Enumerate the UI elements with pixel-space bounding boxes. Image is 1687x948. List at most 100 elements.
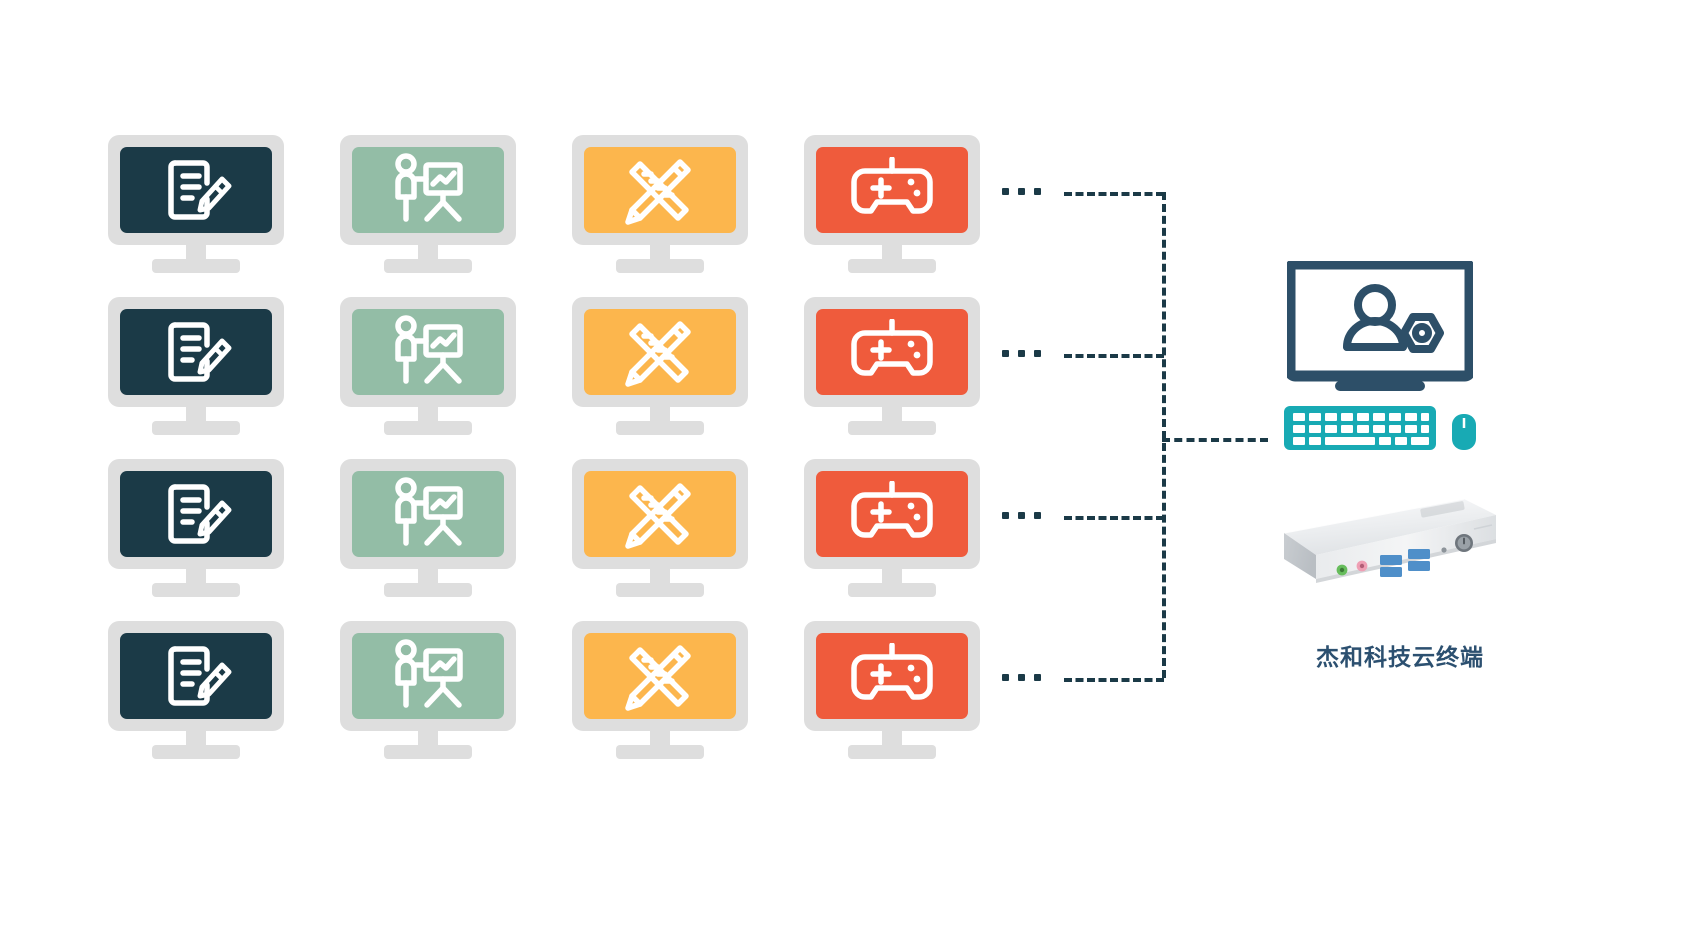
client-monitor-presentation[interactable] (340, 297, 516, 435)
monitor-neck (186, 405, 206, 425)
client-monitor-design[interactable] (572, 459, 748, 597)
monitor-neck (650, 405, 670, 425)
client-monitor-presentation[interactable] (340, 621, 516, 759)
monitor-neck (650, 729, 670, 749)
mini-pc-device[interactable] (1268, 493, 1498, 613)
monitor-base (616, 421, 704, 435)
monitor-neck (418, 243, 438, 263)
more-clients-ellipsis (1002, 512, 1041, 519)
client-monitor-presentation[interactable] (340, 459, 516, 597)
monitor-bezel (572, 621, 748, 731)
document-edit-icon (168, 484, 232, 544)
gamepad-icon (851, 643, 933, 700)
mini-pc-icon (1283, 498, 1496, 583)
monitor-neck (650, 567, 670, 587)
usb-port (1408, 561, 1430, 571)
client-monitor-design[interactable] (572, 297, 748, 435)
usb-port (1380, 567, 1402, 577)
client-monitor-gaming[interactable] (804, 621, 980, 759)
presentation-icon (395, 477, 463, 546)
client-monitor-design[interactable] (572, 135, 748, 273)
mouse-icon (1452, 414, 1476, 450)
monitor-screen (584, 471, 736, 557)
ruler-pencil-icon (625, 645, 691, 711)
presentation-icon (395, 153, 463, 222)
monitor-bezel (572, 459, 748, 569)
client-monitor-gaming[interactable] (804, 459, 980, 597)
monitor-base (848, 259, 936, 273)
ruler-pencil-icon (625, 321, 691, 387)
gamepad-icon (851, 157, 933, 214)
monitor-base (152, 259, 240, 273)
monitor-bezel (340, 459, 516, 569)
monitor-screen (120, 633, 272, 719)
monitor-base (152, 745, 240, 759)
client-monitor-document[interactable] (108, 297, 284, 435)
monitor-screen (584, 147, 736, 233)
monitor-bezel (108, 621, 284, 731)
usb-port (1408, 549, 1430, 559)
monitor-screen (352, 309, 504, 395)
more-clients-ellipsis (1002, 674, 1041, 681)
client-monitor-document[interactable] (108, 459, 284, 597)
monitor-base (384, 583, 472, 597)
client-monitor-gaming[interactable] (804, 297, 980, 435)
monitor-screen (584, 309, 736, 395)
monitor-base (848, 745, 936, 759)
monitor-neck (882, 405, 902, 425)
monitor-base (152, 583, 240, 597)
monitor-bezel (804, 135, 980, 245)
gamepad-icon (851, 319, 933, 376)
monitor-neck (882, 243, 902, 263)
document-edit-icon (168, 646, 232, 706)
monitor-neck (882, 567, 902, 587)
monitor-neck (650, 243, 670, 263)
gamepad-icon (851, 481, 933, 538)
monitor-neck (186, 729, 206, 749)
monitor-base (848, 421, 936, 435)
monitor-base (384, 745, 472, 759)
network-trunk-link (1162, 192, 1166, 678)
keyboard-and-mouse[interactable] (1284, 398, 1484, 455)
monitor-bezel (340, 135, 516, 245)
more-clients-ellipsis (1002, 188, 1041, 195)
monitor-screen (816, 471, 968, 557)
monitor-screen (352, 471, 504, 557)
client-monitor-document[interactable] (108, 621, 284, 759)
client-monitor-document[interactable] (108, 135, 284, 273)
network-branch-link (1064, 678, 1164, 682)
client-monitor-design[interactable] (572, 621, 748, 759)
monitor-neck (418, 567, 438, 587)
monitor-bezel (340, 621, 516, 731)
monitor-bezel (804, 621, 980, 731)
monitor-base (384, 259, 472, 273)
network-branch-link (1064, 192, 1164, 196)
monitor-bezel (108, 135, 284, 245)
network-branch-link (1064, 354, 1164, 358)
monitor-base (152, 421, 240, 435)
admin-monitor-icon (1284, 258, 1476, 391)
monitor-screen (352, 147, 504, 233)
client-monitor-presentation[interactable] (340, 135, 516, 273)
admin-monitor[interactable] (1284, 258, 1476, 396)
monitor-neck (418, 405, 438, 425)
monitor-screen (120, 471, 272, 557)
more-clients-ellipsis (1002, 350, 1041, 357)
monitor-bezel (572, 135, 748, 245)
monitor-screen (352, 633, 504, 719)
monitor-screen (584, 633, 736, 719)
document-edit-icon (168, 322, 232, 382)
client-monitor-gaming[interactable] (804, 135, 980, 273)
monitor-neck (882, 729, 902, 749)
monitor-bezel (108, 459, 284, 569)
monitor-base (384, 421, 472, 435)
monitor-screen (816, 633, 968, 719)
monitor-bezel (804, 297, 980, 407)
server-uplink (1162, 438, 1268, 442)
presentation-icon (395, 315, 463, 384)
monitor-base (848, 583, 936, 597)
monitor-neck (418, 729, 438, 749)
server-label: 杰和科技云终端 (1316, 645, 1484, 671)
usb-port (1380, 555, 1402, 565)
